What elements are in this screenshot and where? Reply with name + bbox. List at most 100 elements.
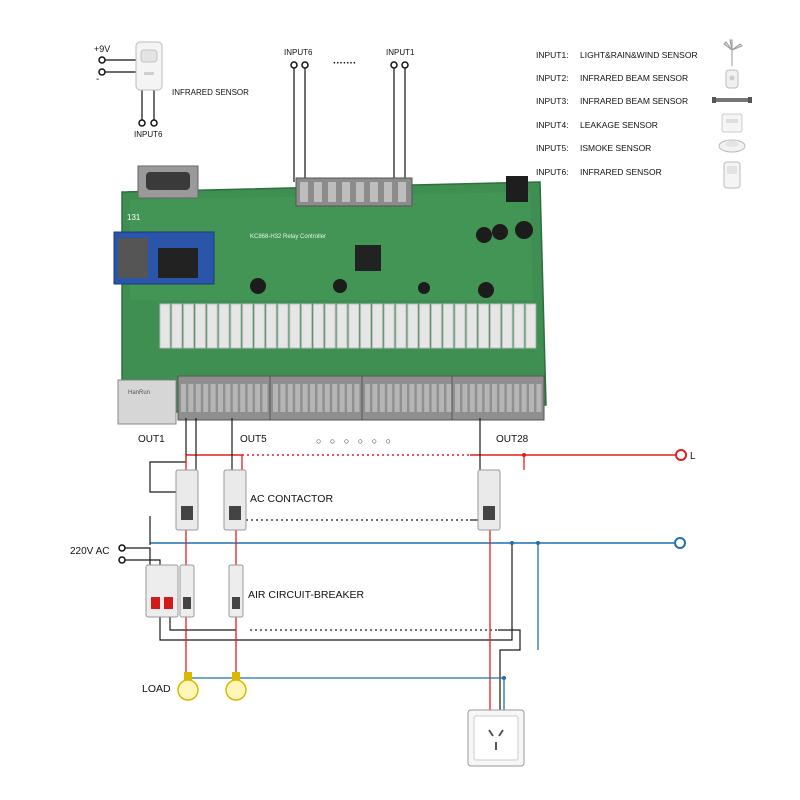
relay [312,303,324,349]
outputs-ellipsis: ○ ○ ○ ○ ○ ○ [316,436,394,446]
main-breaker [145,564,179,618]
relay [183,303,195,349]
relay [301,303,313,349]
relay [478,303,490,349]
relay [466,303,478,349]
terminal-slot [232,384,238,412]
pir-sensor-icon [135,41,163,91]
relay [371,303,383,349]
relay [218,303,230,349]
legend-row: INPUT6: INFRARED SENSOR [536,161,741,189]
terminal-slot [462,384,468,412]
relay [501,303,513,349]
terminal-slot [484,384,490,412]
relay [348,303,360,349]
terminal-slot [431,384,437,412]
output-terminal-blocks [177,375,545,421]
pir-sensor-diagram: +9V - INFRARED SENSOR INPUT6 [94,41,249,139]
terminal-slot [347,384,352,412]
relay [395,303,407,349]
relay [513,303,525,349]
terminal-slot [332,384,338,412]
terminal-slot [424,384,430,412]
legend-input: INPUT5: [536,143,569,153]
relay [407,303,419,349]
relay [277,303,289,349]
legend-row: INPUT3: INFRARED BEAM SENSOR [536,96,752,106]
beam-bar-icon [712,97,752,103]
light-bulb-icon [225,672,247,701]
relay [242,303,254,349]
out5-label: OUT5 [240,434,267,445]
relay [430,303,442,349]
ac-contactor-1 [175,469,199,531]
relay [489,303,501,349]
capacitors [250,221,533,298]
relay [360,303,372,349]
legend-sensor: LEAKAGE SENSOR [580,120,658,130]
relay [442,303,454,349]
terminal-slot [365,384,370,412]
power-jack [506,176,528,202]
terminal-slot [402,384,407,412]
legend-row: INPUT2: INFRARED BEAM SENSOR [536,69,739,89]
terminal-slot [536,384,542,412]
terminal-slot [302,384,308,412]
leakage-sensor-icon [721,113,743,133]
legend-sensor: LIGHT&RAIN&WIND SENSOR [580,50,698,60]
terminal-slot [492,384,497,412]
board-model-text: KC868-H32 Relay Controller [250,234,326,240]
out1-label: OUT1 [138,434,165,445]
terminal-slot [394,384,400,412]
breaker-2 [228,564,244,618]
legend-input: INPUT1: [536,50,569,60]
terminal-slot [247,384,253,412]
controller-board: 131 KC868-H32 Relay Controller HanRun [113,165,547,425]
terminal-slot [188,384,194,412]
terminal-slot [280,384,286,412]
beam-sensor-icon [725,69,739,89]
legend-input: INPUT4: [536,120,569,130]
terminal-slot [287,384,293,412]
load-label: LOAD [142,683,171,695]
relay-row [159,303,537,349]
terminal-slot [181,384,186,412]
out28-label: OUT28 [496,434,529,445]
terminal-slot [262,384,268,412]
terminal-slot [521,384,527,412]
relay [289,303,301,349]
input-wires [293,68,406,182]
pir-minus-label: - [96,74,99,85]
input-ellipsis: ······· [333,58,356,69]
legend-sensor: INFRARED BEAM SENSOR [580,96,688,106]
input-terminal-block [295,177,413,207]
ethernet-jack: HanRun [117,379,177,425]
terminal-slot [324,384,330,412]
sensor-legend: INPUT1: LIGHT&RAIN&WIND SENSOR INPUT2: I… [536,39,752,189]
breaker-label: AIR CIRCUIT-BREAKER [248,589,365,601]
relay [336,303,348,349]
wall-socket-icon [467,709,525,767]
terminal-slot [310,384,315,412]
terminal-slot [225,384,231,412]
terminal-slot [354,384,360,412]
breaker-1 [179,564,195,618]
terminal-slot [446,384,452,412]
ethernet-module [113,231,215,285]
relay [230,303,242,349]
legend-sensor: INFRARED BEAM SENSOR [580,73,688,83]
terminal-slot [499,384,505,412]
legend-row: INPUT1: LIGHT&RAIN&WIND SENSOR [536,39,743,66]
supply-label: 220V AC [70,546,109,557]
terminal-slot [416,384,422,412]
terminal-slot [317,384,323,412]
terminal-slot [218,384,223,412]
pir-power-label: +9V [94,44,110,54]
terminal-slot [439,384,444,412]
terminal-slot [210,384,216,412]
terminal-slot [372,384,378,412]
relay [206,303,218,349]
relay [419,303,431,349]
terminal-slot [506,384,512,412]
